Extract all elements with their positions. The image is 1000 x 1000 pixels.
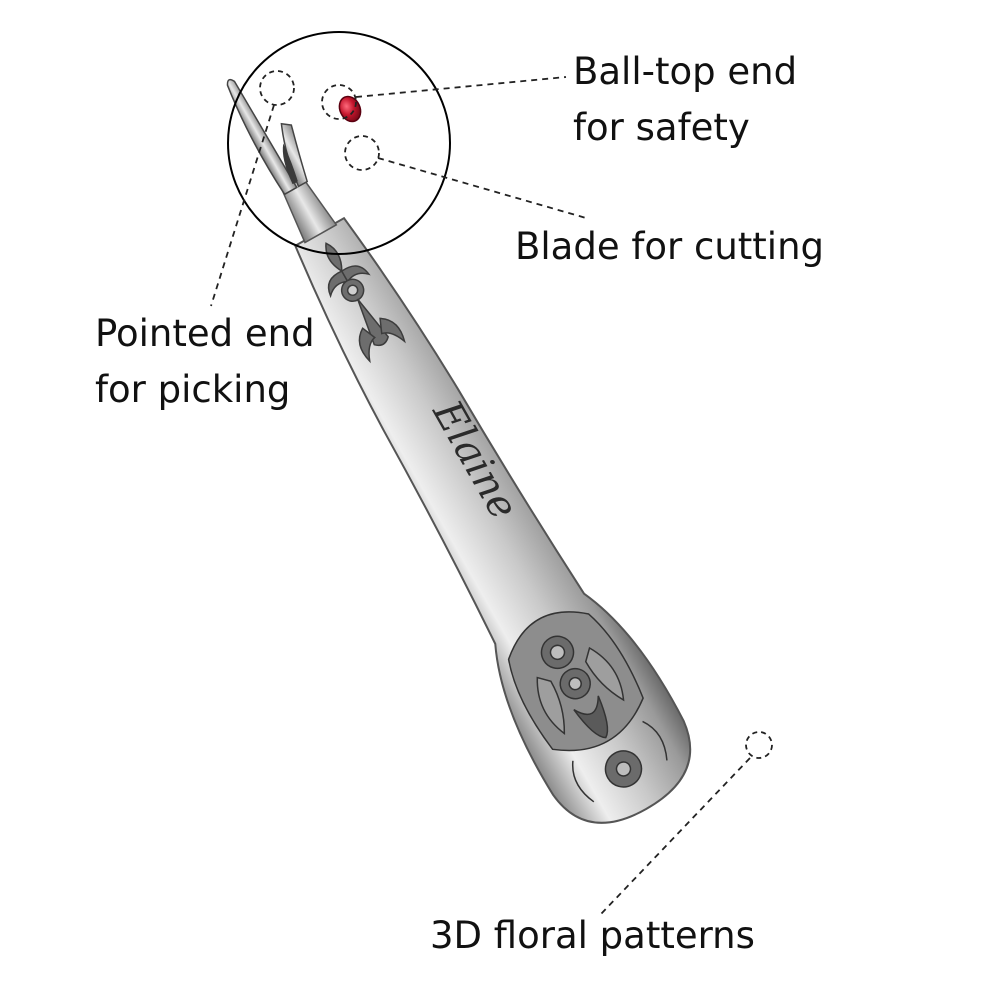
pointed-end-ring: [259, 70, 295, 106]
ball-top-label-line1: Ball-top end: [573, 50, 798, 93]
ball-top-leader: [355, 76, 567, 98]
blade-leader: [377, 157, 587, 219]
floral-ring: [745, 731, 773, 759]
callout-rings: [259, 70, 773, 759]
blade-ring: [344, 135, 380, 171]
safety-ball: [338, 95, 362, 123]
floral-patterns-label: 3D floral patterns: [430, 908, 755, 964]
magnifier-circle: [227, 31, 451, 255]
blade-label: Blade for cutting: [515, 219, 824, 275]
floral-ornament: [507, 611, 668, 803]
pointed-end-label-line2: for picking: [95, 368, 291, 411]
ball-top-label-line2: for safety: [573, 106, 750, 149]
pointed-end-label: Pointed end for picking: [95, 306, 315, 418]
pointed-prong: [226, 78, 298, 196]
leader-lines: [210, 76, 751, 915]
ball-top-ring: [321, 84, 357, 120]
ball-top-label: Ball-top end for safety: [573, 44, 797, 156]
fleur-de-lis-ornament: [325, 242, 406, 364]
floral-leader: [600, 757, 751, 915]
blade-label-line1: Blade for cutting: [515, 225, 825, 268]
floral-patterns-label-line1: 3D floral patterns: [430, 914, 755, 957]
pointed-end-label-line1: Pointed end: [95, 312, 315, 355]
cutting-blade: [282, 143, 298, 185]
seam-ripper: Elaine: [226, 78, 692, 824]
pointed-end-leader: [210, 104, 275, 307]
